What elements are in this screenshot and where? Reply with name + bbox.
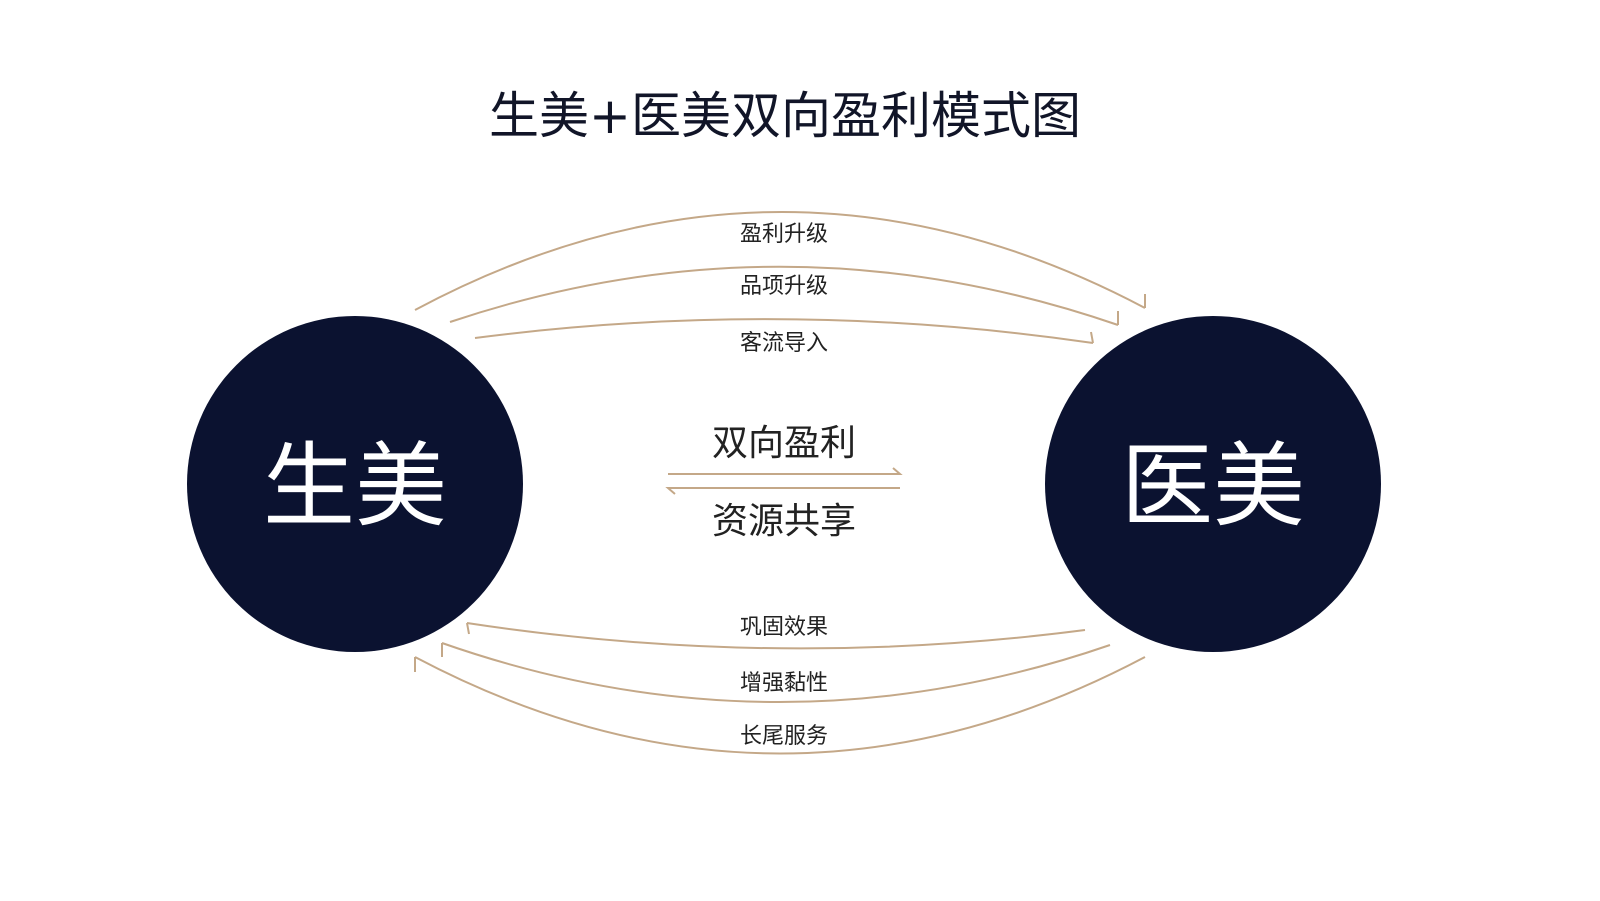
center-label-bottom: 资源共享: [712, 501, 856, 542]
flow-label-top-3: 客流导入: [740, 331, 828, 356]
diagram-title: 生美+医美双向盈利模式图: [489, 87, 1081, 145]
node-yimei-label: 医美: [1121, 433, 1305, 540]
flow-arrow-top-3: [474, 318, 1094, 344]
center-arrow-right: [668, 467, 903, 475]
flow-label-bottom-3: 长尾服务: [740, 724, 828, 749]
center-arrow-left: [665, 487, 900, 495]
flow-arrow-bottom-3: [414, 656, 1146, 755]
flow-arrow-bottom-2: [441, 642, 1111, 703]
flow-arrow-top-1: [414, 211, 1146, 311]
arrowhead-icon: [1090, 331, 1094, 344]
node-yimei: [1045, 316, 1381, 652]
flow-arrow-top-2: [449, 265, 1119, 326]
flow-label-top-1: 盈利升级: [740, 222, 828, 247]
flow-label-top-2: 品项升级: [740, 274, 828, 299]
node-shengmei: [187, 316, 523, 652]
flow-label-bottom-2: 增强黏性: [740, 671, 828, 696]
center-label-top: 双向盈利: [712, 423, 856, 464]
arrowhead-icon: [466, 622, 470, 635]
flow-label-bottom-1: 巩固效果: [740, 615, 828, 640]
node-shengmei-label: 生美: [263, 433, 447, 540]
flow-arrow-bottom-1: [466, 622, 1086, 650]
